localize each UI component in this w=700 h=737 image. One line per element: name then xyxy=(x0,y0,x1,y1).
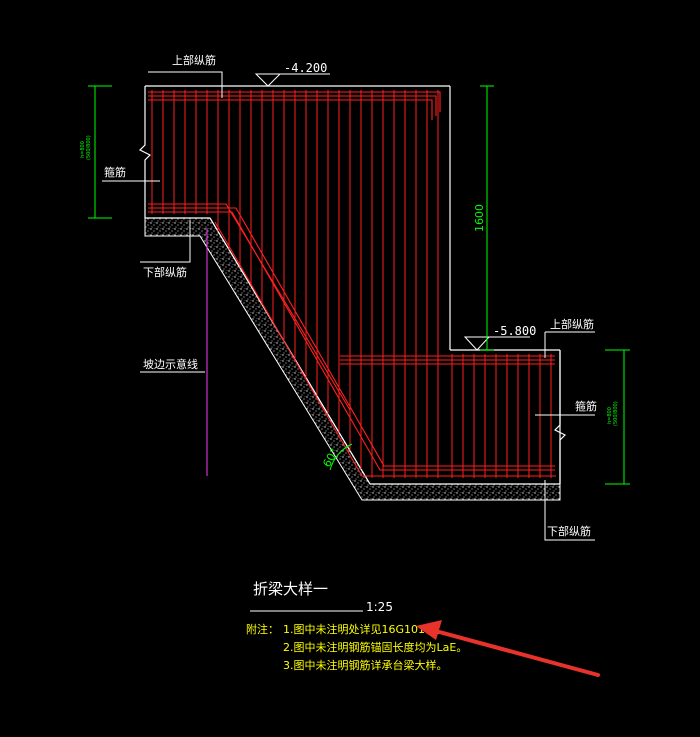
note-item-2: 2.图中未注明钢筋锚固长度均为LaE。 xyxy=(283,640,467,654)
dim-right-beam-height: h=800 xyxy=(607,407,613,424)
dimension-lines xyxy=(88,85,630,485)
label-bottom-bar-lower-right: 下部纵筋 xyxy=(547,524,591,538)
note-item-1: 1.图中未注明处详见16G101-3。 xyxy=(283,622,447,636)
level-marker-upper xyxy=(254,73,330,87)
drawing-title: 折梁大样一 xyxy=(253,580,328,598)
leader-lines xyxy=(102,71,595,541)
label-top-bar-upper-left: 上部纵筋 xyxy=(172,53,216,67)
notes-prefix: 附注： xyxy=(246,622,279,636)
dim-step-height: 1600 xyxy=(473,204,486,232)
level-marker-lower xyxy=(463,336,530,351)
note-item-3: 3.图中未注明钢筋详承台梁大样。 xyxy=(283,658,448,672)
label-top-bar-upper-right: 上部纵筋 xyxy=(550,317,594,331)
drawing-scale: 1:25 xyxy=(366,600,393,614)
level-upper: -4.200 xyxy=(284,61,327,75)
label-bottom-bar-lower-left: 下部纵筋 xyxy=(143,265,187,279)
stirrup-lines xyxy=(151,90,552,478)
dim-left-beam-sub: (500/800) xyxy=(86,135,92,160)
level-lower: -5.800 xyxy=(493,324,536,338)
dim-left-beam-height: h=800 xyxy=(80,141,86,158)
dim-right-beam-sub: (500/800) xyxy=(613,401,619,426)
label-excavation-line: 坡边示意线 xyxy=(143,357,198,371)
beam-outline xyxy=(138,85,567,485)
annotation-arrow xyxy=(416,620,600,677)
longitudinal-bars xyxy=(148,91,556,477)
label-stirrup-left: 箍筋 xyxy=(104,165,126,179)
label-stirrup-right: 箍筋 xyxy=(575,399,597,413)
